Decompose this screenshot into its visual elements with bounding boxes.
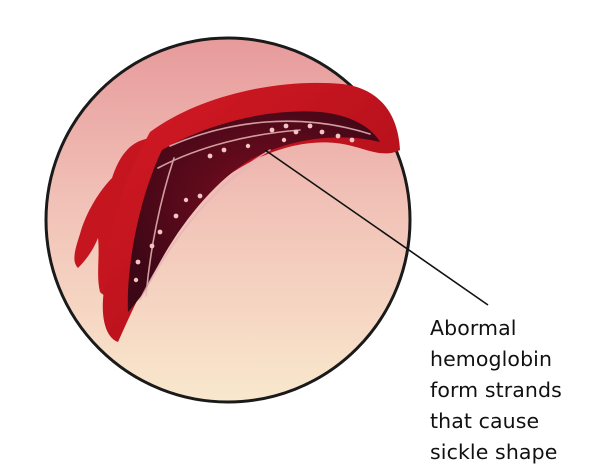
annotation-line-5: sickle shape — [430, 437, 592, 468]
annotation-line-2: hemoglobin — [430, 344, 592, 375]
annotation-line-4: that cause — [430, 406, 592, 437]
annotation-line-1: Abormal — [430, 313, 592, 344]
annotation-line-3: form strands — [430, 375, 592, 406]
annotation-text: Abormal hemoglobin form strands that cau… — [430, 313, 592, 468]
